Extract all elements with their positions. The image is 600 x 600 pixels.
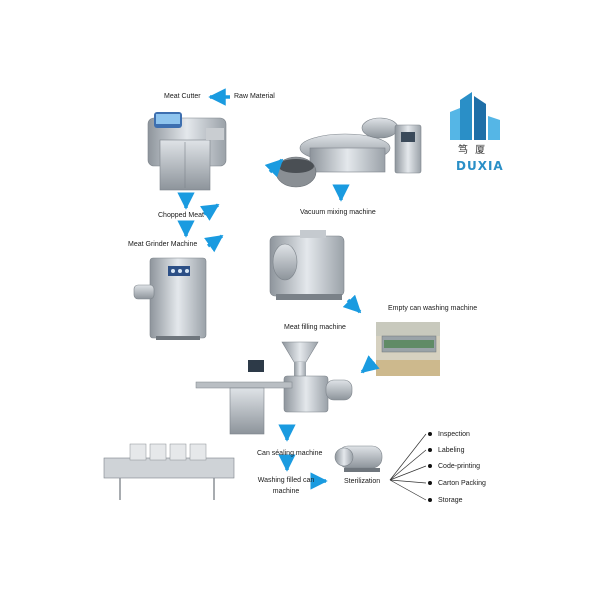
empty-can-washing-machine-graphic bbox=[376, 322, 440, 376]
arrow-washing-to-filling bbox=[360, 355, 380, 374]
label-washing-filled: Washing filled can machine bbox=[256, 477, 316, 495]
label-chopped-meat: Chopped Meat bbox=[158, 212, 204, 219]
label-washing-filled-line2: machine bbox=[272, 488, 300, 495]
sterilizer-graphic bbox=[334, 445, 383, 472]
arrow-grinder-right bbox=[204, 234, 224, 253]
flow-arrows bbox=[177, 88, 380, 490]
label-vacuum-mixing: Vacuum mixing machine bbox=[300, 209, 376, 216]
bowl-cutter-machine bbox=[275, 117, 422, 188]
output-carton-packing: Carton Packing bbox=[438, 480, 486, 487]
label-meat-grinder: Meat Grinder Machine bbox=[128, 241, 198, 248]
arrow-to-bowl-cutter bbox=[264, 158, 284, 178]
label-raw-material: Raw Material bbox=[234, 93, 275, 100]
label-meat-cutter: Meat Cutter bbox=[164, 93, 201, 100]
output-storage: Storage bbox=[438, 497, 463, 504]
arrow-chopped-right bbox=[200, 203, 220, 221]
output-branches bbox=[389, 433, 427, 501]
vacuum-mixing-machine-graphic bbox=[269, 230, 345, 300]
label-sterilization: Sterilization bbox=[344, 478, 381, 485]
output-bullets bbox=[428, 432, 432, 502]
label-empty-can-washing: Empty can washing machine bbox=[388, 305, 478, 312]
meat-grinder-machine bbox=[133, 257, 207, 340]
arrow-mixer-to-washing bbox=[342, 294, 362, 314]
label-can-sealing: Can séaling machine bbox=[257, 450, 323, 457]
label-washing-filled-line1: Washing filled can bbox=[257, 477, 315, 484]
output-code-printing: Code-printing bbox=[438, 463, 481, 470]
can-sealing-machine-graphic bbox=[103, 443, 235, 500]
meat-filling-machine-graphic bbox=[195, 341, 353, 435]
duxia-logo bbox=[450, 92, 500, 140]
brand-name: DUXIA bbox=[456, 159, 504, 173]
output-labeling: Labeling bbox=[438, 447, 465, 454]
output-inspection: Inspection bbox=[438, 431, 470, 438]
brand-chinese: 笃 厦 bbox=[458, 145, 488, 156]
meat-cutter-machine bbox=[147, 112, 227, 191]
label-meat-filling: Meat filling machine bbox=[284, 324, 346, 331]
